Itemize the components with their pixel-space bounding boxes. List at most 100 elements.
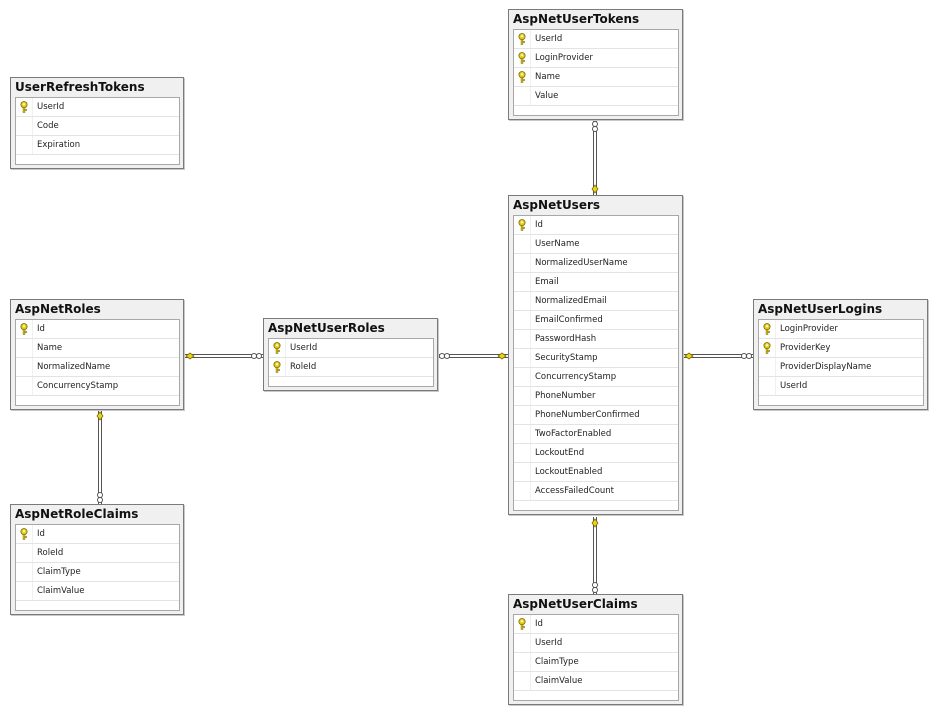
column-row[interactable]: UserId bbox=[514, 634, 678, 653]
column-row[interactable]: LockoutEnabled bbox=[514, 463, 678, 482]
column-row[interactable]: Value bbox=[514, 87, 678, 106]
row-selector[interactable] bbox=[514, 387, 531, 405]
row-selector[interactable] bbox=[514, 368, 531, 386]
column-row[interactable]: NormalizedUserName bbox=[514, 254, 678, 273]
row-selector[interactable] bbox=[16, 320, 33, 338]
column-row[interactable]: Expiration bbox=[16, 136, 179, 155]
row-selector[interactable] bbox=[514, 349, 531, 367]
column-row[interactable]: ClaimType bbox=[514, 653, 678, 672]
table-title[interactable]: AspNetUserLogins bbox=[758, 302, 883, 316]
table-title[interactable]: AspNetUserRoles bbox=[268, 321, 385, 335]
column-row[interactable]: NormalizedName bbox=[16, 358, 179, 377]
new-column-row[interactable] bbox=[514, 501, 678, 510]
row-selector[interactable] bbox=[514, 273, 531, 291]
new-column-row[interactable] bbox=[16, 155, 179, 164]
row-selector[interactable] bbox=[514, 482, 531, 500]
table-title[interactable]: AspNetRoleClaims bbox=[15, 507, 139, 521]
column-row[interactable]: UserId bbox=[16, 98, 179, 117]
row-selector[interactable] bbox=[16, 563, 33, 581]
new-column-row[interactable] bbox=[759, 396, 923, 405]
table-title[interactable]: AspNetUserClaims bbox=[513, 597, 638, 611]
table-title[interactable]: AspNetRoles bbox=[15, 302, 101, 316]
row-selector[interactable] bbox=[514, 634, 531, 652]
column-row[interactable]: LoginProvider bbox=[514, 49, 678, 68]
relationship-aspnetusers-aspnetuserclaims[interactable] bbox=[591, 517, 599, 594]
row-selector[interactable] bbox=[514, 216, 531, 234]
row-selector[interactable] bbox=[16, 582, 33, 600]
row-selector[interactable] bbox=[514, 653, 531, 671]
new-column-row[interactable] bbox=[16, 601, 179, 610]
new-column-row[interactable] bbox=[16, 396, 179, 405]
column-row[interactable]: Name bbox=[514, 68, 678, 87]
row-selector[interactable] bbox=[269, 339, 286, 357]
row-selector[interactable] bbox=[514, 254, 531, 272]
column-row[interactable]: Id bbox=[16, 525, 179, 544]
column-row[interactable]: RoleId bbox=[269, 358, 433, 377]
row-selector[interactable] bbox=[16, 136, 33, 154]
column-row[interactable]: AccessFailedCount bbox=[514, 482, 678, 501]
column-row[interactable]: ClaimValue bbox=[16, 582, 179, 601]
column-row[interactable]: ConcurrencyStamp bbox=[16, 377, 179, 396]
row-selector[interactable] bbox=[514, 615, 531, 633]
row-selector[interactable] bbox=[759, 377, 776, 395]
column-row[interactable]: Code bbox=[16, 117, 179, 136]
column-row[interactable]: ProviderDisplayName bbox=[759, 358, 923, 377]
row-selector[interactable] bbox=[16, 339, 33, 357]
row-selector[interactable] bbox=[16, 358, 33, 376]
row-selector[interactable] bbox=[514, 292, 531, 310]
relationship-aspnetusers-aspnetusertokens[interactable] bbox=[591, 120, 599, 195]
row-selector[interactable] bbox=[514, 463, 531, 481]
row-selector[interactable] bbox=[759, 339, 776, 357]
column-row[interactable]: Id bbox=[16, 320, 179, 339]
column-row[interactable]: Id bbox=[514, 615, 678, 634]
row-selector[interactable] bbox=[514, 406, 531, 424]
row-selector[interactable] bbox=[16, 525, 33, 543]
column-row[interactable]: LockoutEnd bbox=[514, 444, 678, 463]
row-selector[interactable] bbox=[514, 311, 531, 329]
table-title[interactable]: AspNetUsers bbox=[513, 198, 601, 212]
relationship-aspnetroles-aspnetroleclaims[interactable] bbox=[96, 410, 104, 504]
row-selector[interactable] bbox=[269, 358, 286, 376]
column-row[interactable]: UserName bbox=[514, 235, 678, 254]
column-row[interactable]: Id bbox=[514, 216, 678, 235]
row-selector[interactable] bbox=[514, 235, 531, 253]
column-row[interactable]: Email bbox=[514, 273, 678, 292]
row-selector[interactable] bbox=[514, 425, 531, 443]
row-selector[interactable] bbox=[514, 87, 531, 105]
relationship-aspnetroles-aspnetuserroles[interactable] bbox=[184, 352, 263, 360]
row-selector[interactable] bbox=[514, 49, 531, 67]
row-selector[interactable] bbox=[16, 377, 33, 395]
row-selector[interactable] bbox=[16, 544, 33, 562]
row-selector[interactable] bbox=[514, 330, 531, 348]
new-column-row[interactable] bbox=[514, 106, 678, 115]
column-row[interactable]: ProviderKey bbox=[759, 339, 923, 358]
column-row[interactable]: PhoneNumberConfirmed bbox=[514, 406, 678, 425]
column-row[interactable]: UserId bbox=[759, 377, 923, 396]
column-row[interactable]: RoleId bbox=[16, 544, 179, 563]
new-column-row[interactable] bbox=[269, 377, 433, 386]
row-selector[interactable] bbox=[514, 672, 531, 690]
column-row[interactable]: PhoneNumber bbox=[514, 387, 678, 406]
column-row[interactable]: Name bbox=[16, 339, 179, 358]
column-row[interactable]: NormalizedEmail bbox=[514, 292, 678, 311]
row-selector[interactable] bbox=[514, 30, 531, 48]
column-row[interactable]: SecurityStamp bbox=[514, 349, 678, 368]
row-selector[interactable] bbox=[16, 117, 33, 135]
row-selector[interactable] bbox=[514, 68, 531, 86]
column-row[interactable]: LoginProvider bbox=[759, 320, 923, 339]
row-selector[interactable] bbox=[514, 444, 531, 462]
column-row[interactable]: UserId bbox=[514, 30, 678, 49]
column-row[interactable]: ClaimValue bbox=[514, 672, 678, 691]
column-row[interactable]: ConcurrencyStamp bbox=[514, 368, 678, 387]
new-column-row[interactable] bbox=[514, 691, 678, 700]
column-row[interactable]: TwoFactorEnabled bbox=[514, 425, 678, 444]
